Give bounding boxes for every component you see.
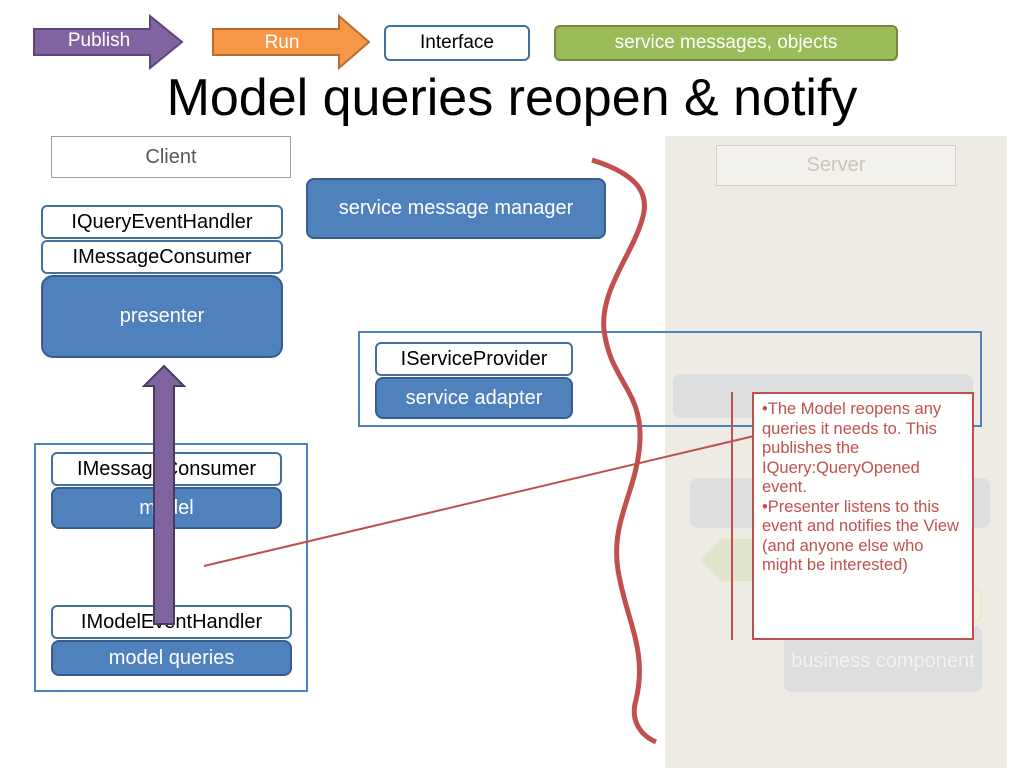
publish-label: Publish <box>67 30 131 51</box>
callout-pointer-line <box>203 435 755 567</box>
presenter-box: presenter <box>41 275 283 358</box>
run-label: Run <box>264 32 300 53</box>
server-green-arrow-icon <box>700 539 756 581</box>
model-queries-box: model queries <box>51 640 292 676</box>
service-messages-legend-box: service messages, objects <box>554 25 898 61</box>
callout-bullet-1: •The Model reopens any queries it needs … <box>762 400 942 496</box>
callout-bullet-2: •Presenter listens to this event and not… <box>762 497 959 575</box>
notes-callout: •The Model reopens any queries it needs … <box>752 392 974 640</box>
server-label: Server <box>716 145 956 186</box>
publish-flow-arrow-icon <box>142 364 186 625</box>
business-component-label: business component <box>791 650 975 672</box>
publish-arrow-icon <box>33 14 184 70</box>
slide-title: Model queries reopen & notify <box>166 69 858 127</box>
iqueryeventhandler-interface: IQueryEventHandler <box>41 205 283 239</box>
run-arrow-icon <box>212 14 371 70</box>
service-adapter-box: service adapter <box>375 377 573 419</box>
callout-bracket <box>731 392 733 640</box>
client-server-boundary-line <box>591 157 658 745</box>
service-message-manager-box: service message manager <box>306 178 606 239</box>
imessageconsumer-interface: IMessageConsumer <box>41 240 283 274</box>
client-label: Client <box>51 136 291 178</box>
service-group-frame <box>358 331 982 427</box>
iserviceprovider-interface: IServiceProvider <box>375 342 573 376</box>
interface-legend-box: Interface <box>384 25 530 61</box>
